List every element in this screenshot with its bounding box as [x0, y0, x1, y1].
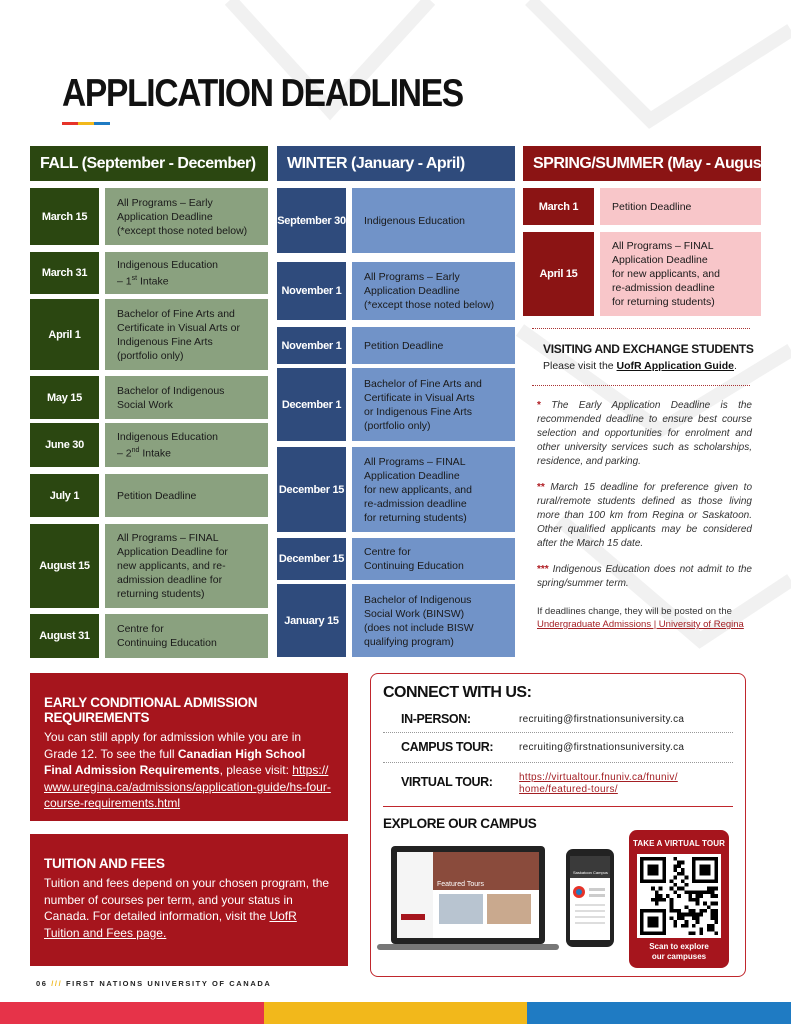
virtual-tour-card[interactable]: TAKE A VIRTUAL TOUR Scan to explore our … — [629, 830, 729, 968]
fall-date-3: May 15 — [30, 376, 99, 419]
fall-desc-4: Indigenous Education– 2nd Intake — [105, 423, 268, 467]
accent-red — [62, 122, 78, 125]
connect-title: CONNECT WITH US: — [383, 684, 532, 701]
accent-yellow — [78, 122, 94, 125]
requirements-link[interactable]: https://www.uregina.ca/admissions/applic… — [44, 763, 331, 810]
winter-desc-2: Petition Deadline — [352, 327, 515, 364]
divider — [383, 732, 733, 733]
campus-tour-label: CAMPUS TOUR: — [401, 740, 494, 754]
accent-blue — [94, 122, 110, 125]
winter-date-4: December 15 — [277, 447, 346, 532]
tuition-link[interactable]: UofR Tuition and Fees page. — [44, 909, 297, 940]
tour-card-caption: Scan to explore our campuses — [649, 942, 709, 961]
notes-section: * The Early Application Deadline is the … — [537, 399, 752, 631]
visiting-text: Please visit the UofR Application Guide. — [543, 360, 737, 372]
virtual-tour-label: VIRTUAL TOUR: — [401, 775, 493, 789]
early-admission-box: EARLY CONDITIONAL ADMISSION REQUIREMENTS… — [30, 673, 348, 821]
tuition-text: Tuition and fees depend on your chosen p… — [44, 876, 330, 940]
divider — [532, 385, 750, 386]
title-accent-bar — [62, 122, 110, 125]
phone-screen-text: Saskatoon Campus — [573, 870, 608, 875]
fall-header: FALL (September - December) — [30, 146, 268, 181]
virtual-tour-link[interactable]: https://virtualtour.fnuniv.ca/fnuniv/ ho… — [519, 772, 678, 795]
tour-card-title: TAKE A VIRTUAL TOUR — [633, 839, 725, 848]
spring-header: SPRING/SUMMER (May - August) — [523, 146, 771, 181]
winter-date-1: November 1 — [277, 262, 346, 320]
early-admission-text: You can still apply for admission while … — [44, 730, 331, 810]
application-guide-link[interactable]: UofR Application Guide — [616, 360, 734, 372]
page-number: 06 — [36, 979, 48, 988]
note-2: ** March 15 deadline for preference give… — [537, 482, 752, 549]
page-title: APPLICATION DEADLINES — [62, 72, 464, 115]
spring-date-0: March 1 — [523, 188, 594, 225]
visiting-section: VISITING AND EXCHANGE STUDENTS Please vi… — [543, 342, 763, 372]
laptop-screen-text: Featured Tours — [437, 881, 484, 888]
spring-date-1: April 15 — [523, 232, 594, 316]
in-person-email[interactable]: recruiting@firstnationsuniversity.ca — [519, 714, 685, 725]
fall-date-1: March 31 — [30, 252, 99, 294]
undergrad-admissions-link[interactable]: Undergraduate Admissions | University of… — [537, 619, 744, 630]
phone-illustration: Saskatoon Campus — [566, 849, 614, 947]
footer-color-bar — [0, 1002, 791, 1024]
note-3: *** Indigenous Education does not admit … — [537, 564, 752, 589]
change-note: If deadlines change, they will be posted… — [537, 606, 744, 630]
spring-desc-0: Petition Deadline — [600, 188, 761, 225]
winter-desc-0: Indigenous Education — [352, 188, 515, 253]
footer-org: FIRST NATIONS UNIVERSITY OF CANADA — [65, 979, 272, 988]
explore-title: EXPLORE OUR CAMPUS — [383, 816, 537, 831]
tuition-box: TUITION AND FEES Tuition and fees depend… — [30, 834, 348, 966]
divider — [532, 328, 750, 329]
fall-date-7: August 31 — [30, 614, 99, 658]
connect-box: CONNECT WITH US: IN-PERSON: recruiting@f… — [370, 673, 746, 977]
winter-date-6: January 15 — [277, 584, 346, 657]
divider — [383, 806, 733, 807]
fall-date-5: July 1 — [30, 474, 99, 517]
fall-desc-1: Indigenous Education– 1st Intake — [105, 252, 268, 294]
qr-code-icon[interactable] — [637, 854, 721, 938]
note-1: * The Early Application Deadline is the … — [537, 400, 752, 467]
winter-date-0: September 30 — [277, 188, 346, 253]
fall-date-2: April 1 — [30, 299, 99, 370]
fall-desc-5: Petition Deadline — [105, 474, 268, 517]
fall-date-6: August 15 — [30, 524, 99, 608]
winter-date-5: December 15 — [277, 538, 346, 580]
early-admission-title: EARLY CONDITIONAL ADMISSION REQUIREMENTS — [44, 695, 258, 725]
winter-header: WINTER (January - April) — [277, 146, 515, 181]
tuition-title: TUITION AND FEES — [44, 856, 165, 871]
footer: 06 /// FIRST NATIONS UNIVERSITY OF CANAD… — [36, 979, 272, 988]
in-person-label: IN-PERSON: — [401, 712, 471, 726]
winter-date-3: December 1 — [277, 368, 346, 441]
winter-date-2: November 1 — [277, 327, 346, 364]
laptop-illustration: Featured Tours — [377, 846, 559, 950]
divider — [383, 762, 733, 763]
campus-tour-email[interactable]: recruiting@firstnationsuniversity.ca — [519, 742, 685, 753]
fall-date-4: June 30 — [30, 423, 99, 467]
fall-date-0: March 15 — [30, 188, 99, 245]
visiting-title: VISITING AND EXCHANGE STUDENTS — [543, 342, 754, 356]
